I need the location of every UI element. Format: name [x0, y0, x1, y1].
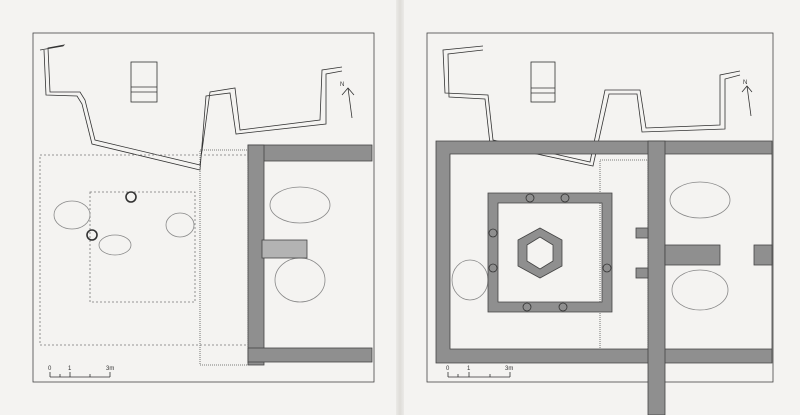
- page-gutter: [396, 0, 404, 415]
- north-label: N: [743, 80, 747, 86]
- trench-outline-left: [39, 44, 343, 171]
- walls-right: [435, 140, 773, 415]
- scale-three: 3m: [106, 366, 114, 372]
- north-label: N: [340, 82, 344, 88]
- inner-colonnade: [487, 192, 613, 313]
- scale-zero: 0: [446, 366, 450, 372]
- scale-zero: 0: [48, 366, 52, 372]
- column-base: [125, 191, 137, 203]
- trench-outline-right: [442, 45, 741, 167]
- north-arrow-left: [341, 87, 355, 119]
- excavated-area-left: [39, 154, 251, 346]
- walls-left: [247, 144, 373, 366]
- column-bases-right: [488, 193, 612, 312]
- stair-block-left: [130, 61, 158, 103]
- column-base: [86, 229, 98, 241]
- scale-one: 1: [68, 366, 72, 372]
- scale-bar-right: [447, 372, 511, 378]
- plan-right-frame: [426, 32, 774, 383]
- scale-bar-left: [49, 372, 111, 378]
- north-arrow-right: [741, 85, 753, 117]
- plan-left-frame: [32, 32, 375, 383]
- plan-left: [32, 32, 375, 383]
- stair-block-right: [530, 61, 556, 103]
- scale-one: 1: [467, 366, 471, 372]
- scale-three: 3m: [505, 366, 513, 372]
- plan-right: [426, 32, 774, 415]
